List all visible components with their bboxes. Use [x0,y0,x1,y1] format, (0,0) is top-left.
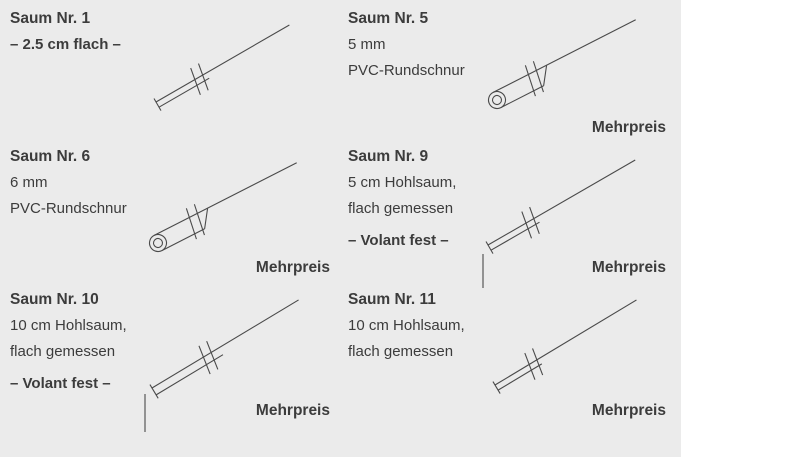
saum-6-title: Saum Nr. 6 [10,148,91,165]
saum-10-desc-1: 10 cm Hohlsaum, [10,317,127,334]
saum-9-title: Saum Nr. 9 [348,148,429,165]
saum-10-desc-2: flach gemessen [10,343,116,360]
saum-11-hem-diagram [492,299,637,394]
saum-1-note: – 2.5 cm flach – [10,36,121,53]
saum-1-title: Saum Nr. 1 [10,10,91,27]
saum-9-mehrpreis-label: Mehrpreis [591,259,666,276]
saum-5-desc-1: 5 mm [348,36,386,53]
saum-1-hem-diagram [153,24,290,111]
saum-6-desc-1: 6 mm [10,174,48,191]
saum-5-desc-2: PVC-Rundschnur [348,62,465,79]
saum-10-hem-diagram [144,299,299,432]
saum-11-desc-2: flach gemessen [348,343,454,360]
saum-11-mehrpreis-label: Mehrpreis [591,402,666,419]
saum-10-mehrpreis-label: Mehrpreis [255,402,330,419]
saum-6-desc-2: PVC-Rundschnur [10,200,127,217]
saum-10-volant-note: – Volant fest – [10,375,111,392]
saum-9-hem-diagram [482,159,636,288]
saum-9-volant-note: – Volant fest – [348,232,449,249]
saum-5-hem-diagram [487,19,636,110]
saum-11-desc-1: 10 cm Hohlsaum, [348,317,465,334]
saum-5-mehrpreis-label: Mehrpreis [591,119,666,136]
gray-background [0,0,681,457]
saum-9-desc-1: 5 cm Hohlsaum, [348,174,457,191]
saum-5-title: Saum Nr. 5 [348,10,429,27]
saum-10-title: Saum Nr. 10 [10,291,99,308]
saum-6-hem-diagram [148,162,297,253]
saum-6-mehrpreis-label: Mehrpreis [255,259,330,276]
saum-11-title: Saum Nr. 11 [348,291,436,308]
saum-9-desc-2: flach gemessen [348,200,454,217]
